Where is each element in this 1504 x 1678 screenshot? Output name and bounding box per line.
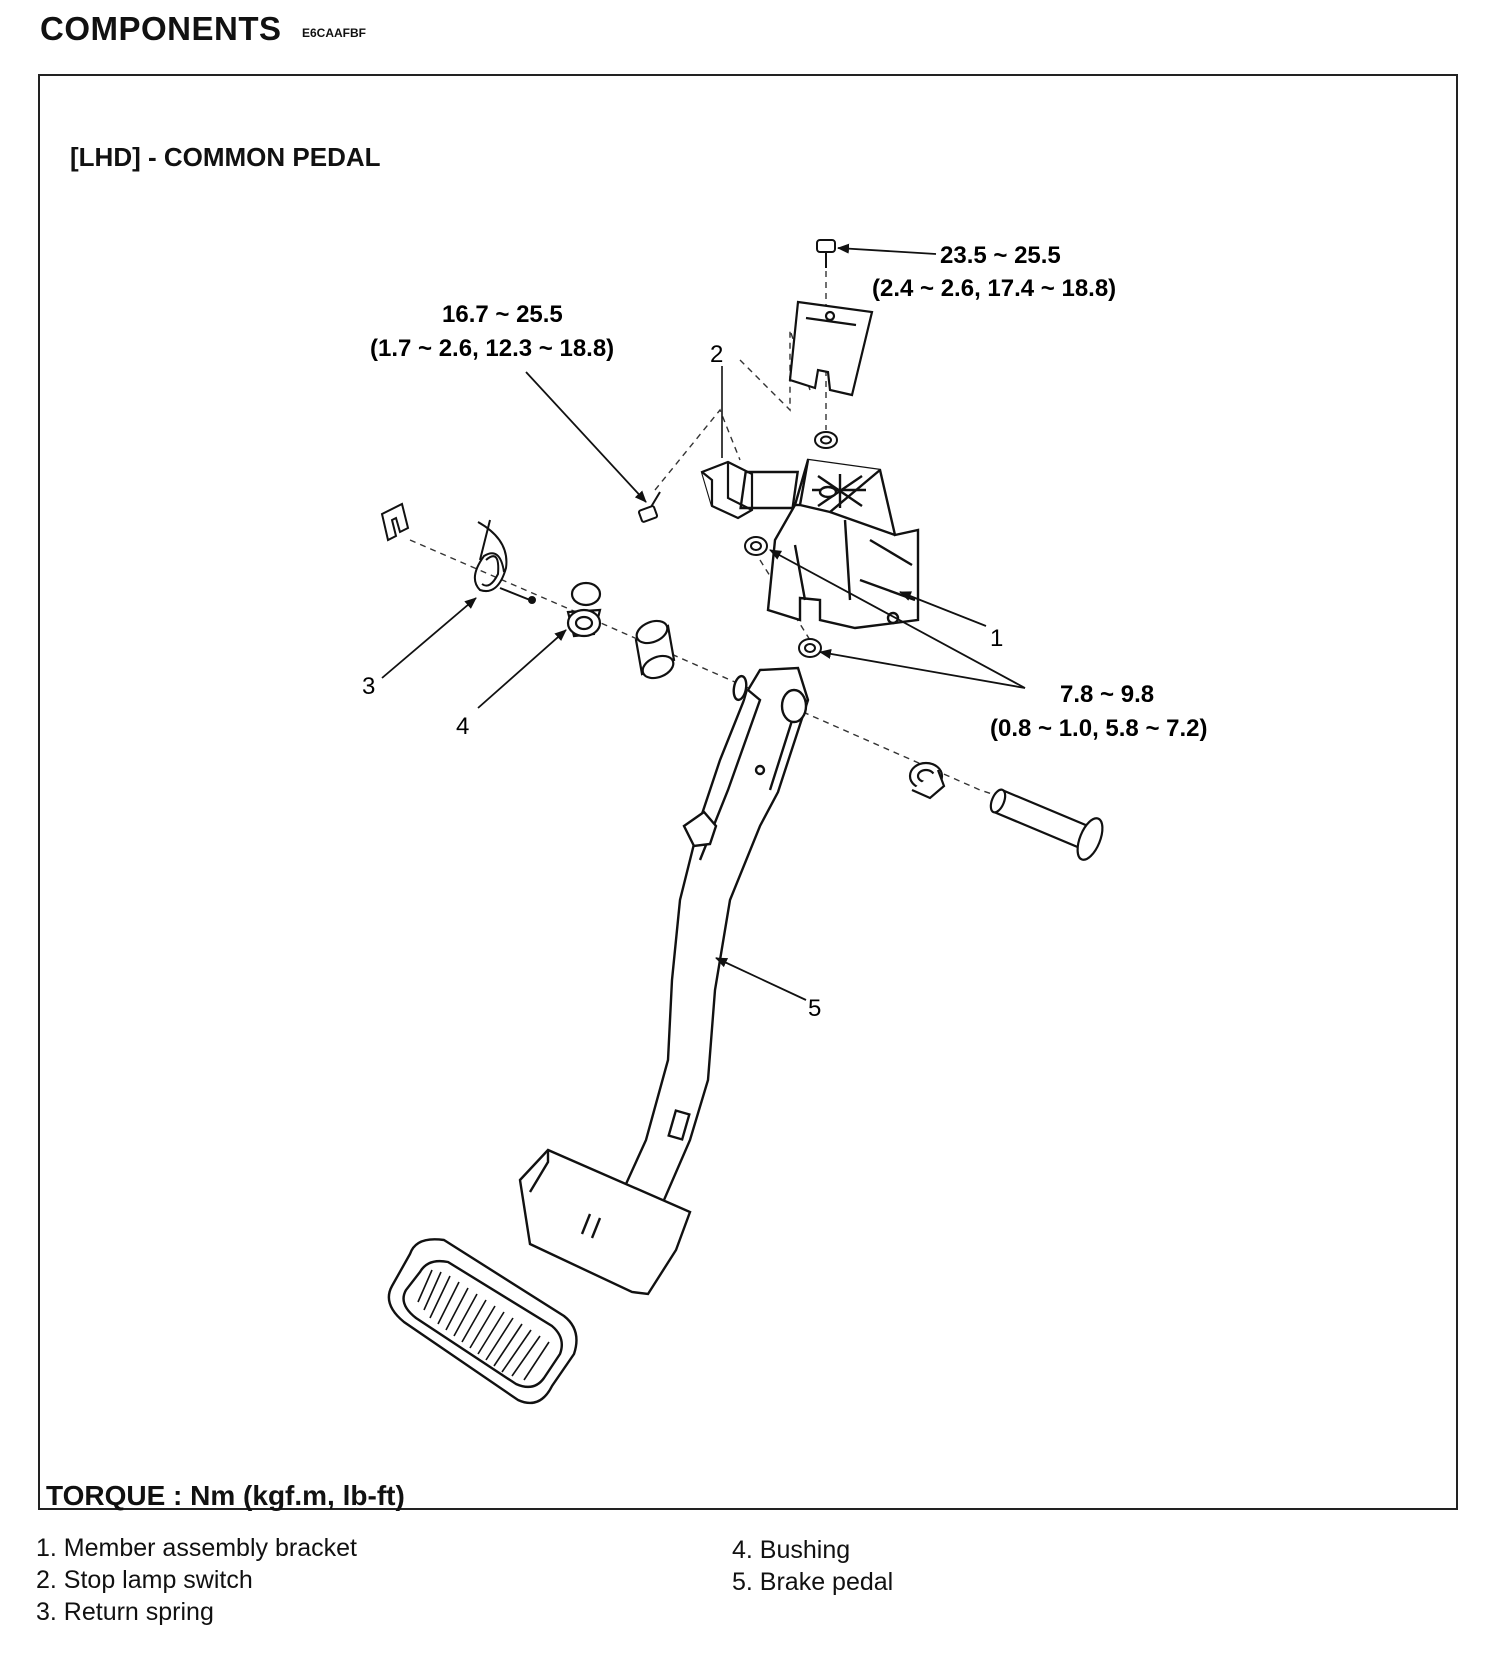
legend-item: 2. Stop lamp switch <box>36 1566 253 1594</box>
pedal-pad-ridges <box>417 1269 550 1381</box>
legend-item: 1. Member assembly bracket <box>36 1534 357 1562</box>
torque-units-note: TORQUE : Nm (kgf.m, lb-ft) <box>46 1480 405 1511</box>
page-title: COMPONENTS <box>40 10 282 47</box>
torque-top-line1: 23.5 ~ 25.5 <box>940 242 1061 269</box>
torque-top-line2: (2.4 ~ 2.6, 17.4 ~ 18.8) <box>872 275 1116 302</box>
member-assembly-bracket <box>739 458 920 630</box>
pedal-pad <box>387 1238 578 1405</box>
top-bolt <box>816 239 836 268</box>
callout-4: 4 <box>456 713 469 740</box>
torque-nuts-line2: (0.8 ~ 1.0, 5.8 ~ 7.2) <box>990 715 1207 742</box>
bushing <box>566 581 602 638</box>
bracket-nut <box>814 431 838 449</box>
spring-clip <box>380 502 410 542</box>
diagram-subtitle: [LHD] - COMMON PEDAL <box>70 142 381 172</box>
stop-lamp-switch <box>700 460 754 520</box>
bracket-nuts <box>744 536 822 658</box>
document-code: E6CAAFBF <box>302 26 367 40</box>
top-bracket-plate <box>788 300 874 397</box>
legend-item: 5. Brake pedal <box>732 1568 894 1596</box>
legend-item: 4. Bushing <box>732 1536 851 1564</box>
return-spring <box>473 519 536 604</box>
parts-legend-right: 4. Bushing 5. Brake pedal <box>732 1534 893 1598</box>
parts-legend-left: 1. Member assembly bracket 2. Stop lamp … <box>36 1532 357 1628</box>
callout-3: 3 <box>362 673 375 700</box>
callout-2: 2 <box>710 341 723 368</box>
torque-nuts-line1: 7.8 ~ 9.8 <box>1060 681 1154 708</box>
brake-pedal-arm <box>614 666 810 1218</box>
pedal-head <box>518 1148 692 1296</box>
diagram-frame <box>38 74 1458 1510</box>
callout-5: 5 <box>808 995 821 1022</box>
legend-item: 3. Return spring <box>36 1598 214 1626</box>
callout-1: 1 <box>990 625 1003 652</box>
torque-switch-line2: (1.7 ~ 2.6, 12.3 ~ 18.8) <box>370 335 614 362</box>
collar <box>634 619 676 680</box>
pedal-pin <box>989 788 1104 861</box>
torque-switch-line1: 16.7 ~ 25.5 <box>442 301 563 328</box>
leader-lines <box>381 243 1026 1001</box>
switch-bolt <box>637 491 661 523</box>
right-bushing <box>908 761 946 800</box>
